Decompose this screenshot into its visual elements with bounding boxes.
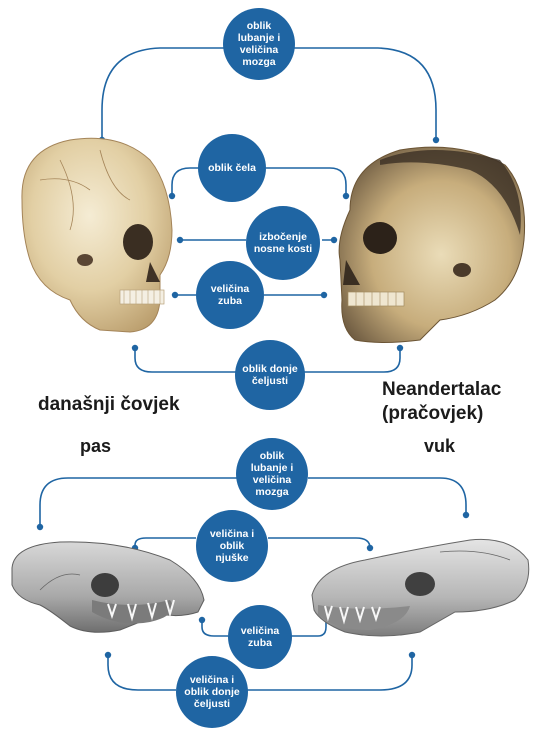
bubble-tooth-size: veličina zuba	[196, 261, 264, 329]
label-wolf: vuk	[424, 436, 455, 457]
bubble-text: veličina i oblik njuške	[210, 528, 254, 564]
bubble-text: izbočenje nosne kosti	[254, 231, 312, 255]
bubble-text: oblik čela	[208, 162, 256, 174]
bubble-skull-shape-brain-size: oblik lubanje i veličina mozga	[223, 8, 295, 80]
neanderthal-skull-image	[339, 147, 524, 342]
bubble-text: oblik lubanje i veličina mozga	[238, 20, 281, 68]
bubble-text: oblik donje čeljusti	[242, 363, 297, 387]
bubble-text: veličina zuba	[241, 625, 280, 649]
label-neanderthal: Neandertalac (pračovjek)	[382, 378, 501, 426]
wolf-skull-image	[312, 539, 529, 636]
dog-skull-image	[12, 542, 204, 632]
bubble-forehead-shape: oblik čela	[198, 134, 266, 202]
bubble-text: veličina i oblik donje čeljusti	[184, 674, 239, 710]
bubble-lower-jaw-shape: oblik donje čeljusti	[235, 340, 305, 410]
bubble-tooth-size-animals: veličina zuba	[228, 605, 292, 669]
bubble-skull-shape-brain-size-animals: oblik lubanje i veličina mozga	[236, 438, 308, 510]
bubble-nose-bone: izbočenje nosne kosti	[246, 206, 320, 280]
bubble-text: oblik lubanje i veličina mozga	[251, 450, 294, 498]
human-skull-image	[22, 138, 172, 332]
label-dog: pas	[80, 436, 111, 457]
bubble-text: veličina zuba	[211, 283, 250, 307]
label-modern-human: današnji čovjek	[38, 394, 180, 416]
bubble-snout-shape-size: veličina i oblik njuške	[196, 510, 268, 582]
bubble-lower-jaw-size-shape: veličina i oblik donje čeljusti	[176, 656, 248, 728]
